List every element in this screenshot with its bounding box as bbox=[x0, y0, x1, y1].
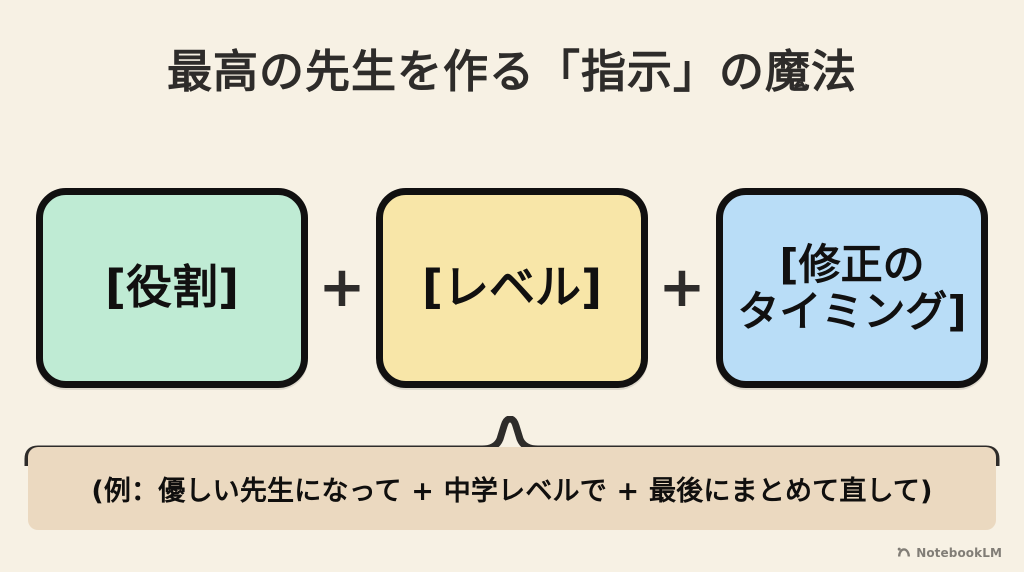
term-label-timing-line1: [修正の bbox=[779, 239, 925, 289]
term-label-timing-line2: タイミング] bbox=[737, 287, 967, 336]
term-box-timing: [修正のタイミング] bbox=[716, 188, 988, 388]
notebooklm-logo-icon bbox=[897, 543, 911, 562]
page-title: 最高の先生を作る「指示」の魔法 bbox=[166, 45, 857, 98]
term-box-role: [役割] bbox=[36, 188, 308, 388]
formula-row: [役割] + [レベル] + [修正のタイミング] bbox=[36, 188, 988, 388]
notebooklm-watermark: NotebookLM bbox=[897, 543, 1002, 562]
example-text: (例：優しい先生になって + 中学レベルで + 最後にまとめて直して) bbox=[91, 476, 933, 507]
plus-operator-2: + bbox=[658, 255, 706, 320]
term-box-level: [レベル] bbox=[376, 188, 648, 388]
plus-operator-1: + bbox=[318, 255, 366, 320]
term-label-role: [役割] bbox=[104, 260, 240, 315]
example-banner: (例：優しい先生になって + 中学レベルで + 最後にまとめて直して) bbox=[28, 447, 996, 530]
term-label-timing: [修正のタイミング] bbox=[731, 241, 972, 335]
term-label-level: [レベル] bbox=[421, 260, 603, 315]
notebooklm-watermark-label: NotebookLM bbox=[916, 545, 1002, 560]
